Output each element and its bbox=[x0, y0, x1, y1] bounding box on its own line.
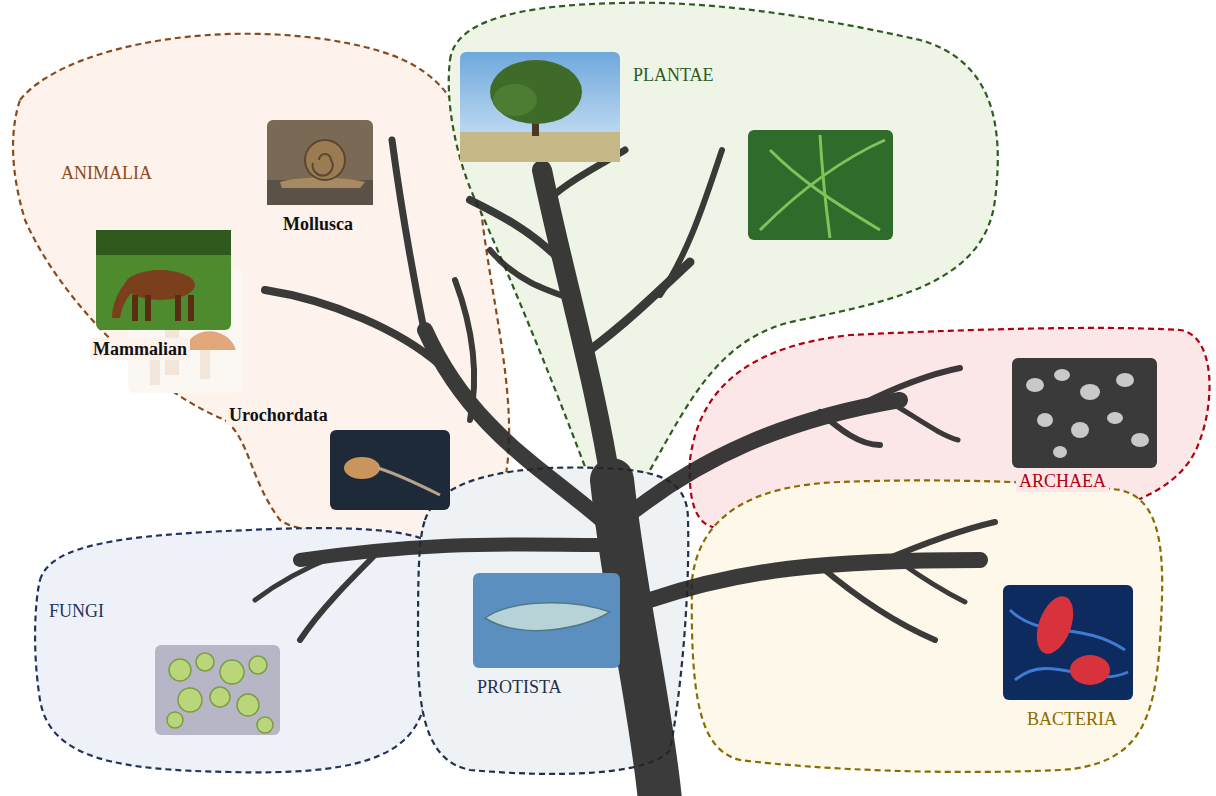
fern-photo bbox=[748, 130, 893, 240]
snail-photo bbox=[267, 120, 373, 205]
kingdom-region: BACTERIA bbox=[688, 476, 1168, 776]
region-outline bbox=[444, 0, 1006, 512]
archaea-photo bbox=[1012, 358, 1157, 468]
kingdom-region: FUNGI bbox=[32, 524, 436, 776]
oak-photo bbox=[460, 52, 620, 162]
photo-card: Urochordata bbox=[224, 402, 456, 514]
kingdom-region: ANIMALIA MolluscaMammalianUrochordata bbox=[8, 26, 524, 544]
region-outline-path bbox=[690, 328, 1210, 528]
kingdom-label: PROTISTA bbox=[474, 676, 565, 698]
taxon-caption: Mammalian bbox=[90, 338, 190, 360]
kingdom-label: PLANTAE bbox=[630, 64, 717, 86]
photo-card: Mammalian bbox=[88, 226, 238, 364]
yeast-photo bbox=[155, 645, 280, 735]
kingdom-label: ANIMALIA bbox=[58, 162, 155, 184]
horse-photo bbox=[96, 230, 231, 330]
region-outline-path bbox=[692, 480, 1162, 772]
kingdom-label: ARCHAEA bbox=[1016, 470, 1109, 492]
kingdom-region: PROTISTA bbox=[416, 464, 692, 780]
region-outline-path bbox=[13, 34, 509, 539]
photo-card: Mollusca bbox=[262, 116, 380, 240]
kingdom-label: FUNGI bbox=[46, 600, 107, 622]
protist-photo bbox=[473, 573, 620, 668]
region-outline bbox=[416, 464, 692, 780]
region-outline-path bbox=[418, 468, 688, 774]
kingdom-label: BACTERIA bbox=[1024, 708, 1120, 730]
kingdom-region: ARCHAEA bbox=[686, 324, 1214, 530]
taxon-caption: Mollusca bbox=[280, 213, 356, 235]
region-outline bbox=[686, 324, 1214, 530]
tunicate-photo bbox=[330, 430, 450, 510]
kingdom-region: PLANTAE bbox=[444, 0, 1006, 512]
region-outline bbox=[8, 26, 524, 544]
region-outline-path bbox=[35, 528, 435, 772]
region-outline-path bbox=[449, 3, 998, 498]
region-outline bbox=[32, 524, 436, 776]
taxon-caption: Urochordata bbox=[226, 404, 331, 426]
bacteria-photo bbox=[1003, 585, 1133, 700]
region-outline bbox=[688, 476, 1168, 776]
